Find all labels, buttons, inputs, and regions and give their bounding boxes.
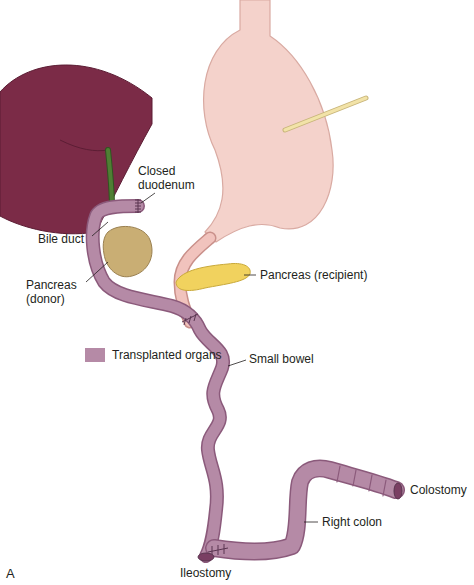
part-label: Small bowel — [249, 352, 314, 366]
part-label: Pancreas (recipient) — [260, 268, 367, 282]
part-label: Right colon — [322, 515, 382, 529]
donor-pancreas — [103, 226, 152, 276]
part-label: Colostomy — [410, 483, 467, 497]
tube — [285, 98, 366, 130]
legend-swatch — [85, 348, 105, 362]
liver-line — [60, 140, 108, 151]
part-label: Pancreas (donor) — [26, 278, 86, 307]
recipient-pancreas — [176, 263, 250, 290]
part-label: Ileostomy — [180, 566, 231, 580]
tube — [285, 98, 366, 130]
part-label: A — [6, 566, 15, 582]
colostomy-stoma — [394, 483, 402, 499]
part-label: Closed duodenum — [138, 164, 204, 193]
bile-duct — [108, 150, 112, 208]
part-label: Bile duct — [38, 232, 84, 246]
anastomosis — [182, 314, 198, 325]
legend-text: Transplanted organs — [112, 348, 222, 362]
ileostomy-stoma — [198, 553, 214, 561]
leader-lines — [86, 193, 318, 522]
transplanted-bowel — [93, 206, 396, 556]
bile-duct — [108, 150, 112, 208]
staple-line — [135, 199, 141, 213]
